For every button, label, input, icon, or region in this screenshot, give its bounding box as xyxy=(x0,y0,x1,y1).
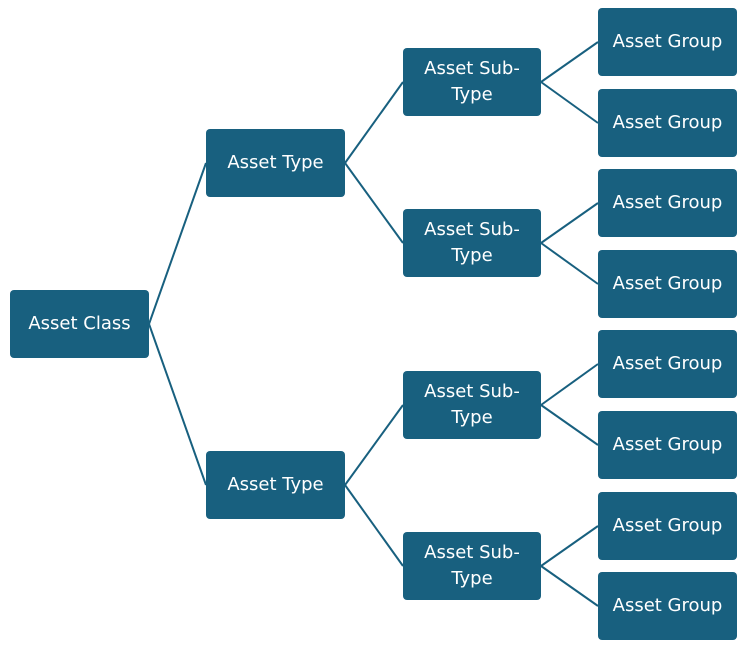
connector-sub-1-0-grp-1 xyxy=(540,404,599,446)
connector-type-1-sub-0 xyxy=(344,404,404,486)
connector-sub-1-1-grp-0 xyxy=(540,525,599,567)
asset-group-node: Asset Group xyxy=(598,169,737,237)
connector-sub-0-0-grp-0 xyxy=(540,41,599,83)
connector-sub-1-0-grp-0 xyxy=(540,363,599,406)
asset-sub-type-label: Asset Sub-Type xyxy=(424,58,520,105)
asset-group-label: Asset Group xyxy=(612,434,723,455)
asset-group-node: Asset Group xyxy=(598,411,737,479)
asset-type-node: Asset Type xyxy=(206,129,345,197)
asset-group-node: Asset Group xyxy=(598,250,737,318)
asset-sub-type-node: Asset Sub-Type xyxy=(403,371,541,439)
asset-group-label: Asset Group xyxy=(612,353,723,374)
asset-group-node: Asset Group xyxy=(598,572,737,640)
asset-group-label: Asset Group xyxy=(612,595,723,616)
asset-group-label: Asset Group xyxy=(612,192,723,213)
asset-class-node: Asset Class xyxy=(10,290,149,358)
connector-root-type-1 xyxy=(148,323,207,486)
asset-sub-type-node: Asset Sub-Type xyxy=(403,532,541,600)
asset-type-label: Asset Type xyxy=(227,152,324,173)
asset-group-node: Asset Group xyxy=(598,89,737,157)
connector-type-0-sub-1 xyxy=(344,162,404,244)
asset-group-node: Asset Group xyxy=(598,8,737,76)
asset-group-node: Asset Group xyxy=(598,492,737,560)
connector-root-type-0 xyxy=(148,162,207,325)
asset-type-node: Asset Type xyxy=(206,451,345,519)
connector-type-0-sub-0 xyxy=(344,81,404,164)
connector-sub-0-1-grp-1 xyxy=(540,242,599,285)
connector-sub-1-1-grp-1 xyxy=(540,565,599,607)
asset-sub-type-label: Asset Sub-Type xyxy=(424,381,520,428)
asset-class-label: Asset Class xyxy=(28,313,131,334)
asset-sub-type-node: Asset Sub-Type xyxy=(403,209,541,277)
asset-group-label: Asset Group xyxy=(612,31,723,52)
asset-group-label: Asset Group xyxy=(612,112,723,133)
asset-sub-type-node: Asset Sub-Type xyxy=(403,48,541,116)
asset-group-label: Asset Group xyxy=(612,273,723,294)
asset-group-label: Asset Group xyxy=(612,515,723,536)
asset-group-node: Asset Group xyxy=(598,330,737,398)
asset-type-label: Asset Type xyxy=(227,474,324,495)
connector-sub-0-1-grp-0 xyxy=(540,202,599,244)
connector-type-1-sub-1 xyxy=(344,484,404,567)
connector-sub-0-0-grp-1 xyxy=(540,81,599,124)
asset-sub-type-label: Asset Sub-Type xyxy=(424,219,520,266)
asset-sub-type-label: Asset Sub-Type xyxy=(424,542,520,589)
